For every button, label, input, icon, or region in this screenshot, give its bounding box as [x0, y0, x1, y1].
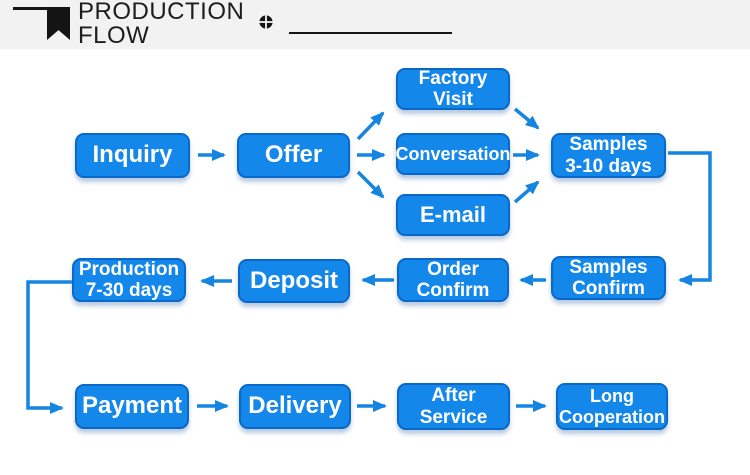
- edge-production-payment: [26, 280, 72, 414]
- edge-offer-factory-visit: [356, 111, 385, 141]
- header-rule-right: [289, 32, 452, 34]
- edge-offer-email: [356, 170, 385, 199]
- node-order-confirm: Order Confirm: [397, 258, 509, 302]
- header-rule-left: [13, 7, 49, 10]
- header-band: PRODUCTION FLOW: [0, 0, 750, 49]
- node-email: E-mail: [396, 194, 510, 236]
- page-title-line1: PRODUCTION: [78, 0, 245, 25]
- page-title-line2: FLOW: [78, 22, 150, 49]
- node-samples: Samples 3-10 days: [551, 133, 666, 178]
- edge-factory-visit-samples: [513, 107, 540, 130]
- node-offer: Offer: [237, 133, 350, 178]
- bookmark-ribbon-icon: [47, 7, 70, 40]
- node-delivery: Delivery: [239, 384, 351, 429]
- node-payment: Payment: [75, 384, 189, 429]
- node-long-cooperation: Long Cooperation: [556, 383, 668, 430]
- node-deposit: Deposit: [238, 259, 350, 303]
- node-samples-confirm: Samples Confirm: [551, 256, 666, 300]
- node-conversation: Conversation: [395, 133, 511, 175]
- edge-samples-samples-confirm: [668, 151, 712, 286]
- edge-samples-email-up: [513, 180, 540, 204]
- node-production: Production 7-30 days: [72, 258, 186, 302]
- node-after-service: After Service: [397, 383, 510, 430]
- page-title: PRODUCTION FLOW: [78, 0, 244, 48]
- node-inquiry: Inquiry: [75, 133, 190, 178]
- registration-mark-icon: [259, 15, 273, 29]
- node-factory-visit: Factory Visit: [396, 68, 510, 110]
